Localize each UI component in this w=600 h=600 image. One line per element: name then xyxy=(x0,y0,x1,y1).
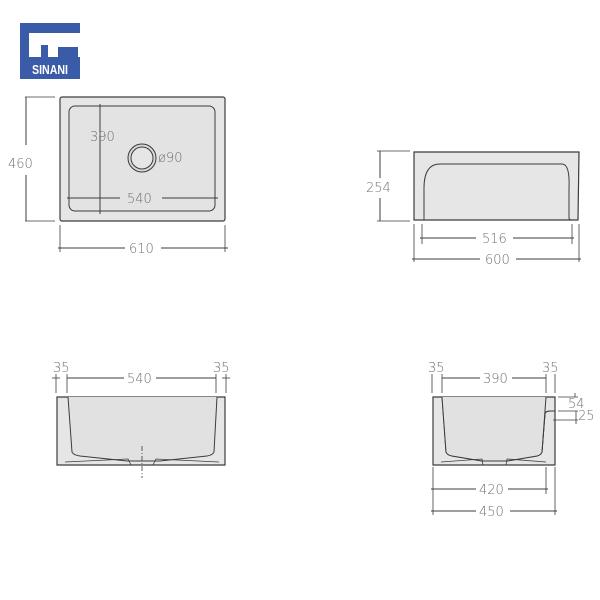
dim-516: 516 xyxy=(482,232,507,247)
logo-mark-icon xyxy=(20,23,80,79)
front-view: 254 516 600 xyxy=(366,150,581,268)
dim-35-left-short: 35 xyxy=(428,361,445,376)
dim-25: 25 xyxy=(578,409,595,424)
dim-600: 600 xyxy=(485,253,510,268)
dim-drain-90: ø90 xyxy=(158,151,183,166)
logo-text: SINANI xyxy=(31,63,69,77)
sinani-logo: SINANI xyxy=(20,23,80,79)
dim-35-left: 35 xyxy=(53,361,70,376)
short-section-view: 35 390 35 54 25 420 450 xyxy=(428,361,595,520)
dim-540-section: 540 xyxy=(127,372,152,387)
dim-35-right-short: 35 xyxy=(542,361,559,376)
dim-540: 540 xyxy=(127,192,152,207)
dim-450: 450 xyxy=(479,505,504,520)
dim-35-right: 35 xyxy=(213,361,230,376)
dim-254: 254 xyxy=(366,181,391,196)
dim-420: 420 xyxy=(479,483,504,498)
top-view: 460 390 ø90 540 610 xyxy=(8,96,228,257)
long-section-view: 35 540 35 xyxy=(52,361,230,478)
dim-610: 610 xyxy=(129,242,154,257)
dim-54: 54 xyxy=(568,397,585,412)
dim-390: 390 xyxy=(90,130,115,145)
dim-460: 460 xyxy=(8,157,33,172)
dim-390-section: 390 xyxy=(483,372,508,387)
